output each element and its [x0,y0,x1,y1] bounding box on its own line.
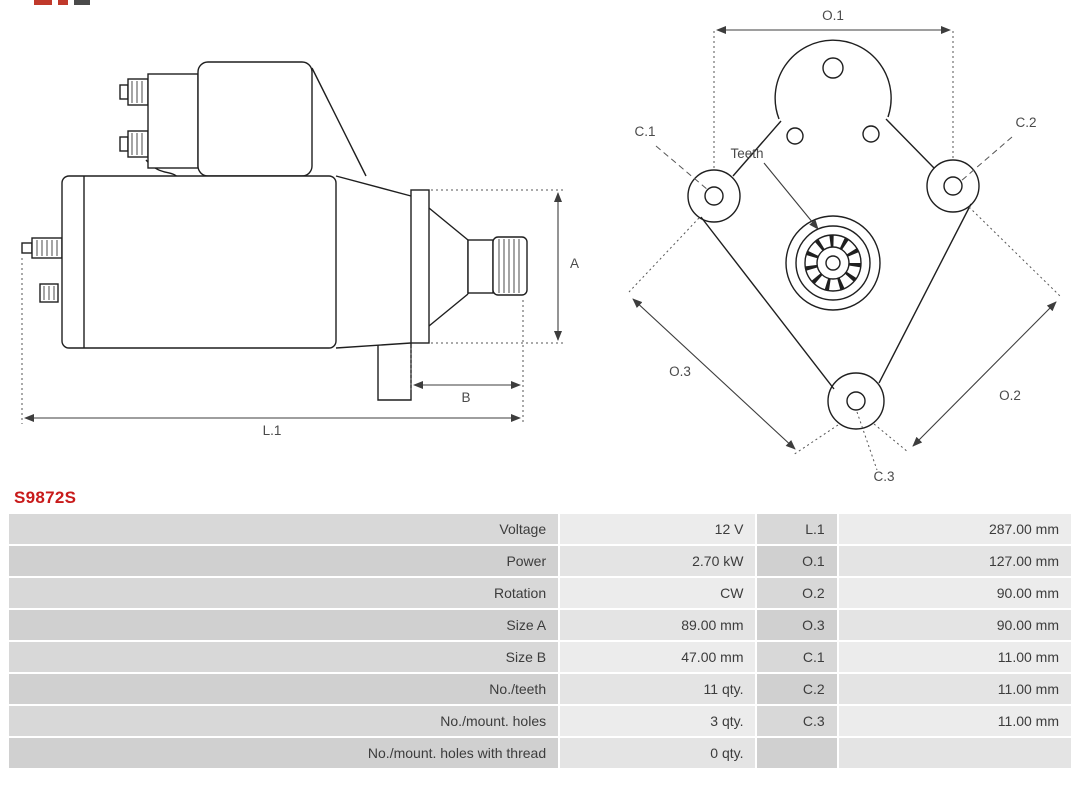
mount-hole-c3 [846,391,866,411]
motor-body [61,175,337,349]
dim-label: O.3 [757,610,837,640]
table-row: No./mount. holes with thread 0 qty. [9,738,1071,768]
spec-label: No./mount. holes [9,706,559,736]
dim-label-L1: L.1 [263,423,282,438]
terminal-bolt [127,130,149,158]
gear-teeth [805,235,861,291]
dim-label-O3: O.3 [669,364,691,379]
dim-label [757,738,837,768]
spec-value: 89.00 mm [560,610,756,640]
spec-label: Size A [9,610,559,640]
table-row: No./mount. holes 3 qty. C.3 11.00 mm [9,706,1071,736]
spec-label: No./teeth [9,674,559,704]
pinion-spline [492,236,528,296]
shoulder-hole-right [862,125,880,143]
table-row: Voltage 12 V L.1 287.00 mm [9,514,1071,544]
spec-value: 0 qty. [560,738,756,768]
mount-hole-c1 [704,186,724,206]
starter-motor-technical-drawing: A B L.1 O.1 C.1 [21,8,1061,484]
dim-label: C.3 [757,706,837,736]
solenoid-cap [147,73,199,169]
dim-label: O.1 [757,546,837,576]
spec-table: Voltage 12 V L.1 287.00 mm Power 2.70 kW… [7,512,1073,770]
brand-logo-fragment [34,0,90,5]
table-row: Rotation CW O.2 90.00 mm [9,578,1071,608]
terminal-bolt [127,78,149,106]
spec-value: 3 qty. [560,706,756,736]
teeth-label: Teeth [730,146,763,161]
terminal-tip [119,136,129,152]
table-row: Power 2.70 kW O.1 127.00 mm [9,546,1071,576]
spec-value: 2.70 kW [560,546,756,576]
front-view-drawing [687,39,980,430]
dim-label: O.2 [757,578,837,608]
dim-value: 11.00 mm [838,706,1071,736]
table-row: Size A 89.00 mm O.3 90.00 mm [9,610,1071,640]
dim-value [838,738,1071,768]
top-hole [822,57,844,79]
spec-label: Power [9,546,559,576]
spec-label: Rotation [9,578,559,608]
dim-label-C3: C.3 [873,469,894,484]
spec-value: 47.00 mm [560,642,756,672]
side-view-drawing [21,61,528,401]
spec-value: CW [560,578,756,608]
spec-label: Voltage [9,514,559,544]
spec-value: 11 qty. [560,674,756,704]
dim-label-C2: C.2 [1015,115,1036,130]
dim-value: 11.00 mm [838,674,1071,704]
mount-hole-c2 [943,176,963,196]
brand-fragment-segment [58,0,68,5]
product-code: S9872S [14,488,77,507]
dim-label-O2: O.2 [999,388,1021,403]
dim-label-C1: C.1 [634,124,655,139]
mounting-flange [410,189,430,344]
brand-fragment-segment [74,0,90,5]
dim-label-B: B [461,390,470,405]
brand-fragment-segment [34,0,52,5]
spec-label: No./mount. holes with thread [9,738,559,768]
table-row: No./teeth 11 qty. C.2 11.00 mm [9,674,1071,704]
dim-value: 90.00 mm [838,578,1071,608]
solenoid-body [197,61,313,177]
stud-tip [21,242,33,254]
dim-value: 287.00 mm [838,514,1071,544]
table-row: Size B 47.00 mm C.1 11.00 mm [9,642,1071,672]
spec-label: Size B [9,642,559,672]
dim-label: L.1 [757,514,837,544]
terminal-tip [119,84,129,100]
dim-value: 127.00 mm [838,546,1071,576]
dim-label-O1: O.1 [822,8,844,23]
mounting-foot [377,343,412,401]
dim-label: C.2 [757,674,837,704]
dim-value: 11.00 mm [838,642,1071,672]
shoulder-hole-left [786,127,804,145]
shaft [467,239,494,294]
dim-value: 90.00 mm [838,610,1071,640]
dim-label: C.1 [757,642,837,672]
top-hump [774,39,892,120]
spec-value: 12 V [560,514,756,544]
center-hole [825,255,841,271]
front-view-dimensions: O.1 C.1 C.2 C.3 Teeth O.3 O.2 [628,8,1061,484]
dim-label-A: A [570,256,579,271]
side-view-dimensions: A B L.1 [21,189,579,438]
